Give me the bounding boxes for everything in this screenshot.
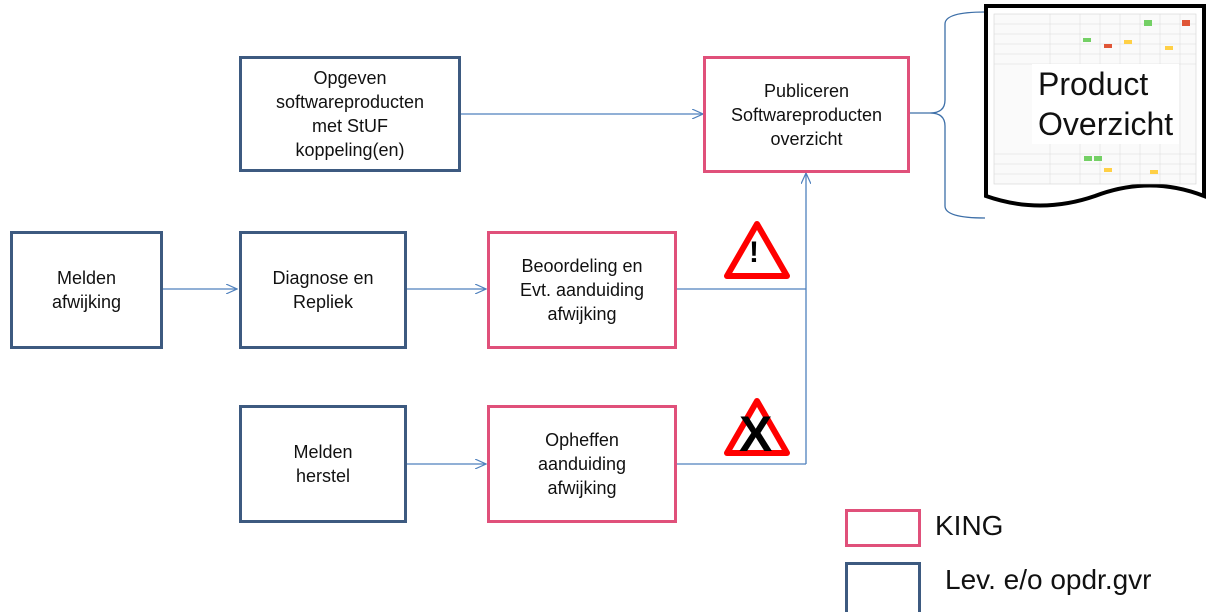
box-melden-herstel: Melden herstel xyxy=(239,405,407,523)
box-publiceren-label: Publiceren Softwareproducten overzicht xyxy=(730,80,883,149)
box-melden-herstel-label: Melden herstel xyxy=(293,442,353,486)
box-beoordeling-label: Beoordeling en Evt. aanduiding afwijking xyxy=(519,256,645,324)
box-publiceren-overzicht: Publiceren Softwareproducten overzicht xyxy=(703,56,910,173)
warning-cross-glyph: X xyxy=(739,406,773,462)
legend-lev-label: Lev. e/o opdr.gvr xyxy=(945,564,1152,595)
document-title: Product Overzicht xyxy=(1032,64,1180,144)
box-opheffen-aanduiding: Opheffen aanduiding afwijking xyxy=(487,405,677,523)
legend-lev-swatch xyxy=(845,562,921,612)
box-diagnose-repliek: Diagnose en Repliek xyxy=(239,231,407,349)
box-opheffen-label: Opheffen aanduiding afwijking xyxy=(537,430,627,498)
legend-king-label: KING xyxy=(935,510,1004,541)
warning-exclamation-glyph: ! xyxy=(749,236,759,269)
box-beoordeling: Beoordeling en Evt. aanduiding afwijking xyxy=(487,231,677,349)
box-diagnose-label: Diagnose en Repliek xyxy=(272,268,374,312)
box-melden-afwijking: Melden afwijking xyxy=(10,231,163,349)
legend-king-swatch xyxy=(845,509,921,547)
document-brace xyxy=(929,11,986,219)
box-opgeven-softwareproducten: Opgeven softwareproducten met StUF koppe… xyxy=(239,56,461,172)
box-melden-afwijking-label: Melden afwijking xyxy=(51,268,122,312)
warning-crossed-icon xyxy=(724,398,790,456)
box-opgeven-label: Opgeven softwareproducten met StUF koppe… xyxy=(275,68,425,160)
warning-exclamation-icon xyxy=(724,221,790,279)
